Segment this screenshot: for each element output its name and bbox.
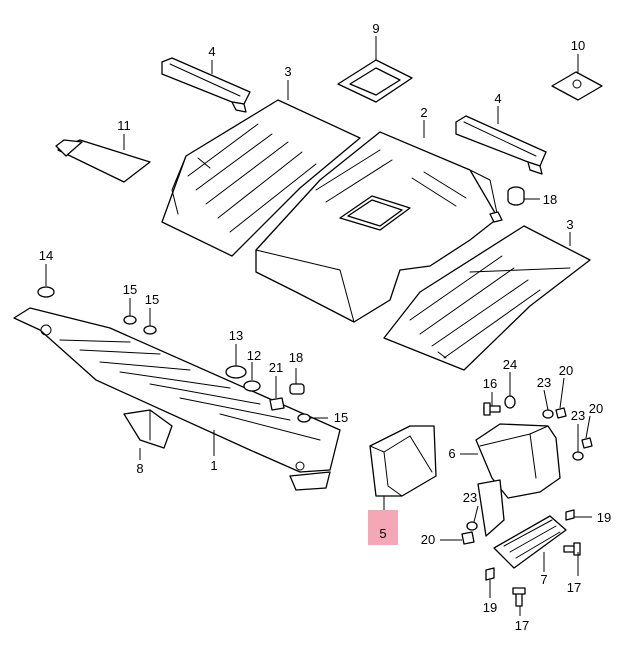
callout-14[interactable]: 14 xyxy=(39,248,53,263)
callout-20-right[interactable]: 20 xyxy=(589,401,603,416)
callout-4-right[interactable]: 4 xyxy=(494,91,501,106)
callout-15-b[interactable]: 15 xyxy=(145,292,159,307)
callout-9[interactable]: 9 xyxy=(372,21,379,36)
part-12-plug[interactable] xyxy=(243,380,261,392)
callout-24[interactable]: 24 xyxy=(503,357,517,372)
callout-16[interactable]: 16 xyxy=(483,376,497,391)
callout-18-lower[interactable]: 18 xyxy=(289,350,303,365)
callout-23-right[interactable]: 23 xyxy=(571,408,585,423)
callout-5-highlight xyxy=(368,510,398,545)
part-4-right-rail[interactable] xyxy=(455,115,547,175)
part-19-clip-lower[interactable] xyxy=(485,567,495,581)
callout-21[interactable]: 21 xyxy=(269,360,283,375)
part-2-center-tunnel[interactable] xyxy=(255,131,503,323)
callout-19-lower[interactable]: 19 xyxy=(483,600,497,615)
part-8-bracket[interactable] xyxy=(123,409,173,449)
callout-8[interactable]: 8 xyxy=(136,461,143,476)
callout-15-a[interactable]: 15 xyxy=(123,282,137,297)
part-20-nut-upper[interactable] xyxy=(555,407,567,419)
callout-17-right[interactable]: 17 xyxy=(567,580,581,595)
part-23-washer-lower[interactable] xyxy=(466,521,478,531)
callout-2[interactable]: 2 xyxy=(420,105,427,120)
part-4-left-rail[interactable] xyxy=(161,57,251,113)
callout-7[interactable]: 7 xyxy=(540,572,547,587)
callout-5[interactable]: 5 xyxy=(379,526,386,541)
callout-3-right[interactable]: 3 xyxy=(566,217,573,232)
part-20-nut-lower[interactable] xyxy=(461,531,475,545)
callout-12[interactable]: 12 xyxy=(247,348,261,363)
callout-17-lower[interactable]: 17 xyxy=(515,618,529,633)
part-15-plug-a[interactable] xyxy=(123,315,137,325)
callout-10[interactable]: 10 xyxy=(571,38,585,53)
part-17-bolt-lower[interactable] xyxy=(512,587,526,607)
part-18-plug-upper[interactable] xyxy=(507,186,525,206)
callout-23-lower[interactable]: 23 xyxy=(463,490,477,505)
part-6-step-bracket[interactable] xyxy=(475,423,561,537)
part-21-screw[interactable] xyxy=(269,397,285,411)
callout-4-left[interactable]: 4 xyxy=(208,44,215,59)
part-18-plug-lower[interactable] xyxy=(289,383,305,395)
part-7-step-tread[interactable] xyxy=(493,515,567,569)
callout-11[interactable]: 11 xyxy=(117,118,131,133)
part-23-washer-upper[interactable] xyxy=(542,409,554,419)
callout-19-right[interactable]: 19 xyxy=(597,510,611,525)
leader-lines xyxy=(45,36,592,616)
callout-13[interactable]: 13 xyxy=(229,328,243,343)
callout-20-top[interactable]: 20 xyxy=(559,363,573,378)
callout-6[interactable]: 6 xyxy=(448,446,455,461)
part-15-plug-b[interactable] xyxy=(143,325,157,335)
part-5-corner-bracket[interactable] xyxy=(369,425,437,497)
part-14-plug[interactable] xyxy=(37,286,55,298)
part-20-nut-right[interactable] xyxy=(581,437,593,449)
part-11-bracket-plate[interactable] xyxy=(55,139,151,183)
part-24-washer[interactable] xyxy=(504,395,516,409)
callout-1[interactable]: 1 xyxy=(210,458,217,473)
part-1-side-member[interactable] xyxy=(13,307,341,491)
callout-23-top[interactable]: 23 xyxy=(537,375,551,390)
part-19-clip-right[interactable] xyxy=(565,509,575,521)
part-17-bolt-right[interactable] xyxy=(563,542,581,556)
part-13-plug[interactable] xyxy=(225,365,247,379)
callout-20-lower[interactable]: 20 xyxy=(421,532,435,547)
callout-labels: 1 2 3 3 4 4 5 6 7 8 9 10 11 12 13 14 15 … xyxy=(39,21,611,633)
part-9-gasket[interactable] xyxy=(337,59,413,103)
callout-3-left[interactable]: 3 xyxy=(284,64,291,79)
part-3-left-floor-panel[interactable] xyxy=(161,99,361,257)
part-3-right-floor-panel[interactable] xyxy=(383,225,591,371)
part-15-plug-c[interactable] xyxy=(297,413,311,423)
callout-15-c[interactable]: 15 xyxy=(334,410,348,425)
part-10-plate[interactable] xyxy=(551,71,603,101)
part-23-washer-right[interactable] xyxy=(572,451,584,461)
callout-18-upper[interactable]: 18 xyxy=(543,192,557,207)
